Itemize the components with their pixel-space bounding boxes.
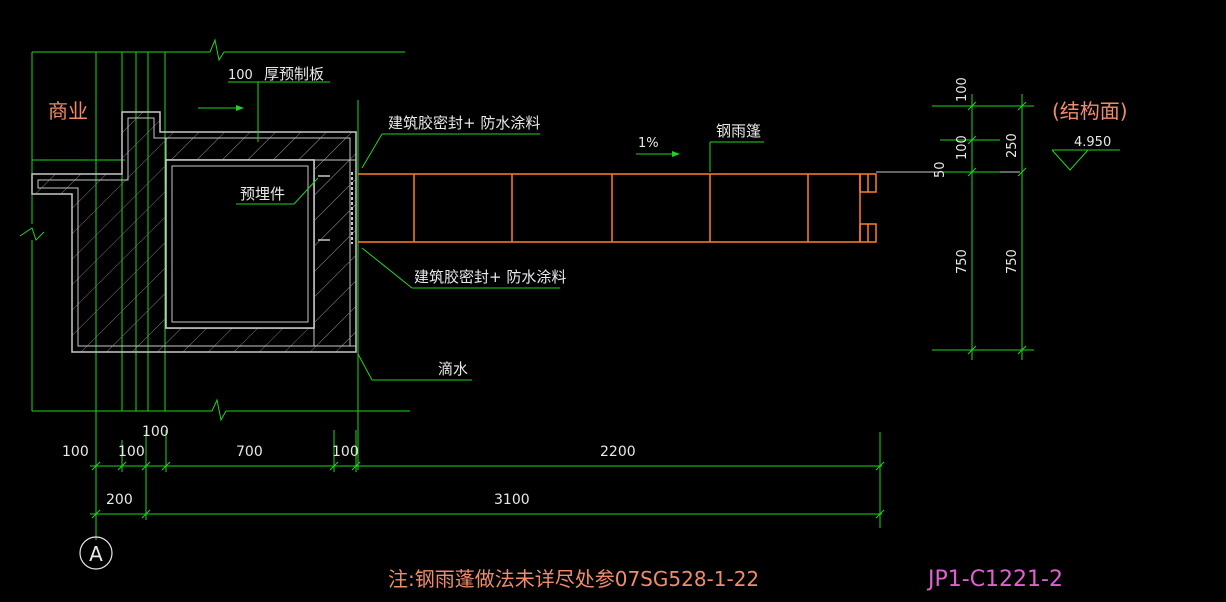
room-label: 商业 xyxy=(48,99,88,123)
dim-bottom-3: 700 xyxy=(236,444,263,460)
right-dimension-lines xyxy=(932,94,1120,360)
sealant-top-label: 建筑胶密封+ 防水涂料 xyxy=(388,114,540,132)
drip-label: 滴水 xyxy=(438,360,468,378)
dim-right-d: 750 xyxy=(955,249,970,274)
slab-label: 厚预制板 xyxy=(264,65,324,83)
note-text: 注:钢雨蓬做法未详尽处参07SG528-1-22 xyxy=(388,567,759,591)
structure-surface-label: (结构面) xyxy=(1052,99,1128,123)
dim-bottom-5: 2200 xyxy=(600,444,636,460)
bottom-dimension-lines xyxy=(90,430,885,528)
slope-arrow-right xyxy=(672,151,680,157)
dim-right-top: 100 xyxy=(955,77,970,102)
dim-bottom-total-1: 200 xyxy=(106,492,133,508)
slope-label: 1% xyxy=(638,136,659,151)
axis-label: A xyxy=(89,542,103,566)
dim-bottom-1: 100 xyxy=(62,444,89,460)
dim-bottom-total-2: 3100 xyxy=(494,492,530,508)
axis-bubble xyxy=(79,536,113,570)
dim-right-c: 50 xyxy=(933,161,948,178)
dim-bottom-2: 100 xyxy=(118,444,145,460)
slab-thickness: 100 xyxy=(228,68,253,83)
dim-right-a: 100 xyxy=(955,135,970,160)
embedded-label: 预埋件 xyxy=(240,185,285,203)
steel-canopy xyxy=(358,173,877,243)
canopy-label: 钢雨篷 xyxy=(716,122,761,140)
drawing-number: JP1-C1221-2 xyxy=(926,567,1063,592)
dim-right-e: 750 xyxy=(1005,249,1020,274)
elevation-label: 4.950 xyxy=(1074,135,1111,150)
dim-right-b: 250 xyxy=(1005,133,1020,158)
sealant-bottom-label: 建筑胶密封+ 防水涂料 xyxy=(414,268,566,286)
dim-bottom-4: 100 xyxy=(332,444,359,460)
dim-bottom-extra: 100 xyxy=(142,424,169,440)
slope-arrow-left xyxy=(236,105,244,111)
leader-lines xyxy=(198,81,764,381)
concrete-section xyxy=(31,111,357,353)
